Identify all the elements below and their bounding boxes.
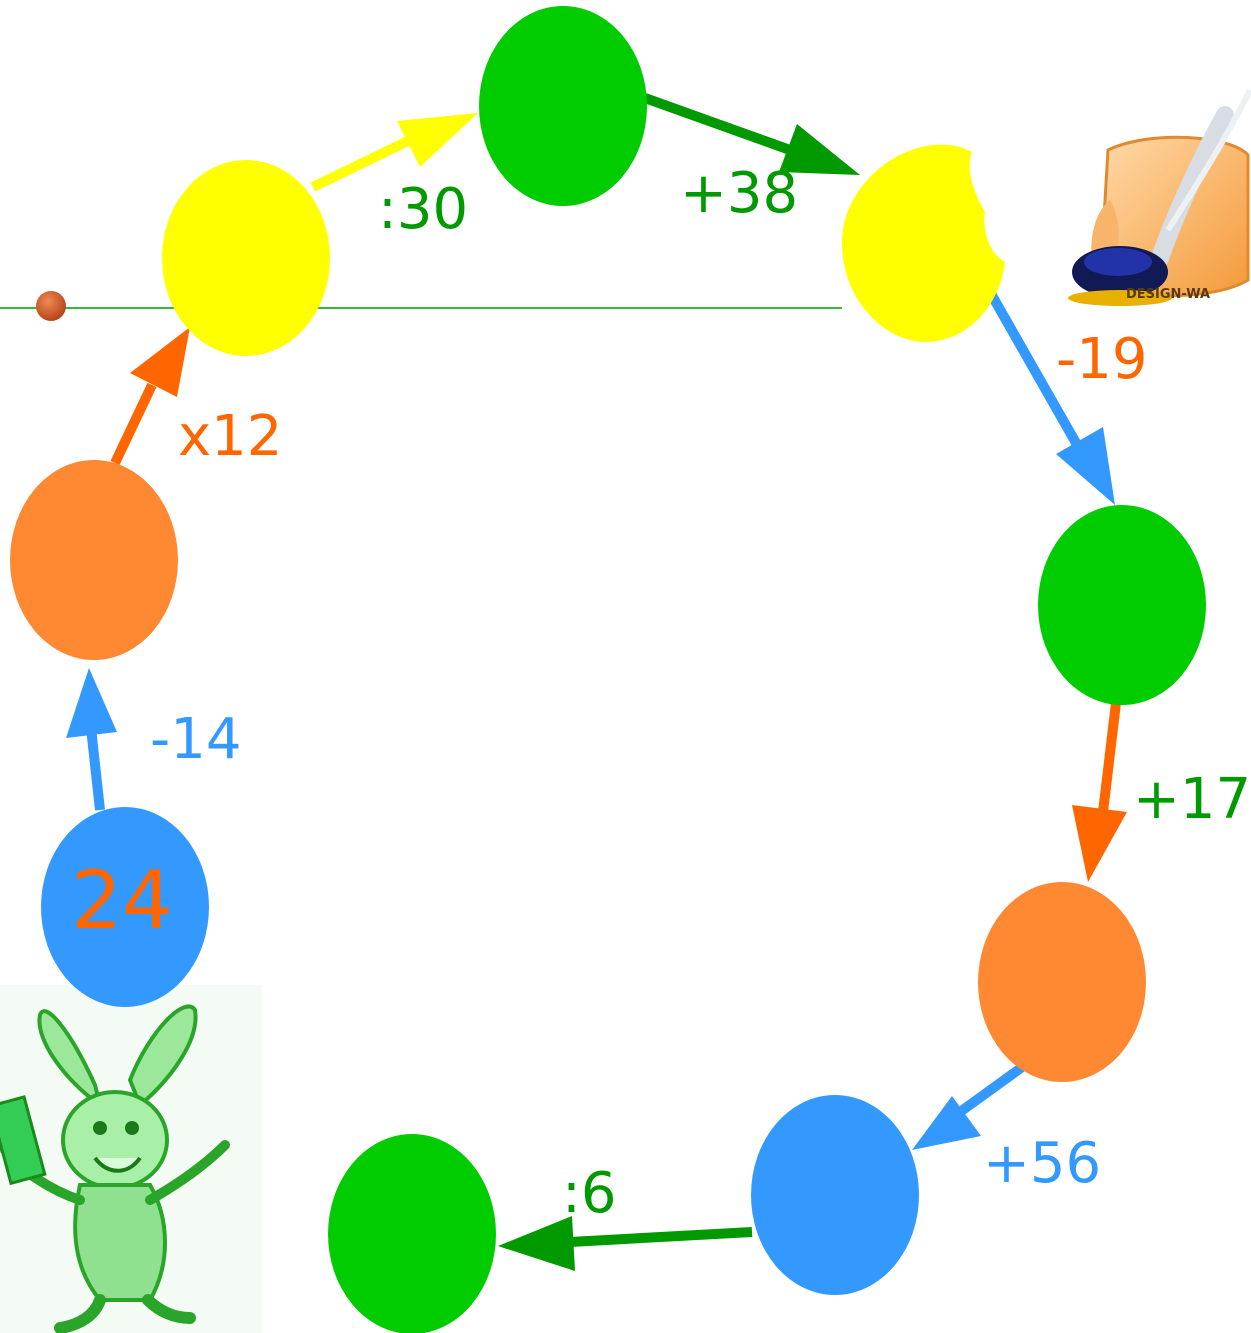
op-label-plus17: +17 [1133,767,1251,832]
arrowhead-div6 [498,1216,575,1271]
op-label-plus38: +38 [680,161,798,226]
node-green-top [479,6,647,206]
node-yellow-left [162,160,330,356]
arrowhead-times12 [130,327,190,397]
node-blue-start [41,807,209,1007]
arrowhead-minus19 [1056,427,1115,505]
op-label-minus19: -19 [1056,327,1147,392]
node-orange-right [978,882,1146,1082]
node-yellow-right [842,144,1005,342]
scroll-quill-ink-illustration: DESIGN-WA [1068,88,1251,306]
arrowhead-plus56 [912,1096,981,1150]
arrowhead-plus17 [1072,805,1127,882]
arrow-div30 [310,135,413,192]
arrow-plus56 [957,1060,1028,1117]
start-value: 24 [71,854,173,947]
arrow-plus17 [1098,702,1121,813]
op-label-minus14: -14 [150,707,241,772]
op-label-plus56: +56 [983,1131,1101,1196]
arrowhead-div30 [397,113,478,167]
bullet-dot [36,291,66,321]
op-label-div6: :6 [562,1161,617,1226]
op-label-times12: x12 [178,404,282,469]
arrow-div6 [569,1227,753,1247]
node-green-right [1038,505,1206,705]
logo-text: DESIGN-WA [1126,287,1210,302]
node-green-end [328,1134,496,1333]
arrow-minus19 [985,289,1085,453]
node-orange-left [10,460,178,660]
arrow-times12 [110,382,157,466]
green-rabbit-illustration [0,985,262,1333]
arrow-plus38 [643,93,792,155]
op-label-div30: :30 [378,177,468,242]
arrow-minus14 [86,727,105,811]
node-blue-bottom [751,1095,919,1295]
arrowhead-plus38 [779,124,860,175]
arrowhead-minus14 [66,668,117,738]
